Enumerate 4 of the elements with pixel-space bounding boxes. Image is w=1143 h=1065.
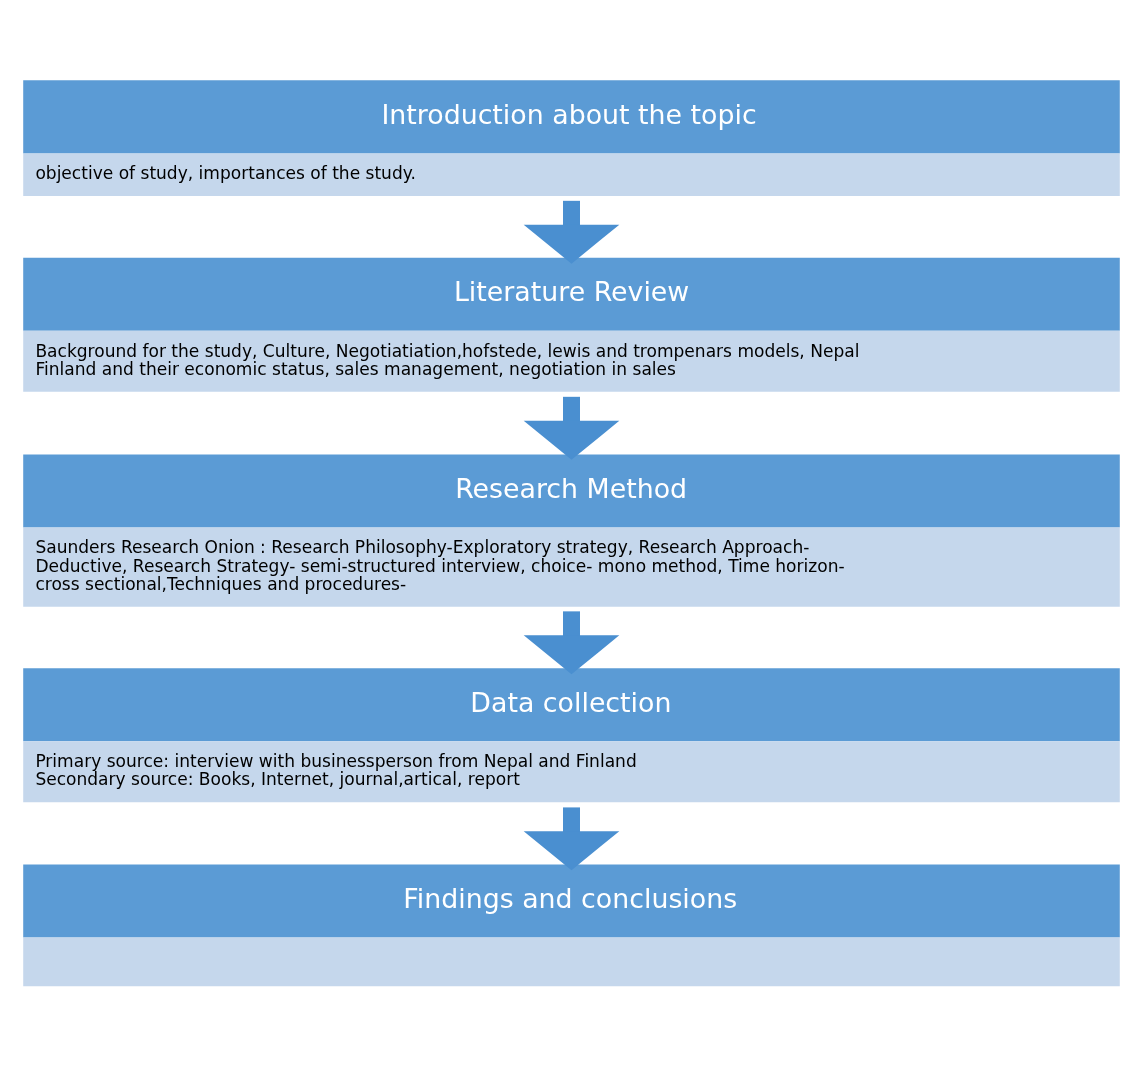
arrow [523, 200, 620, 264]
arrow [523, 396, 620, 460]
arrow [523, 806, 620, 870]
arrow [523, 610, 620, 674]
